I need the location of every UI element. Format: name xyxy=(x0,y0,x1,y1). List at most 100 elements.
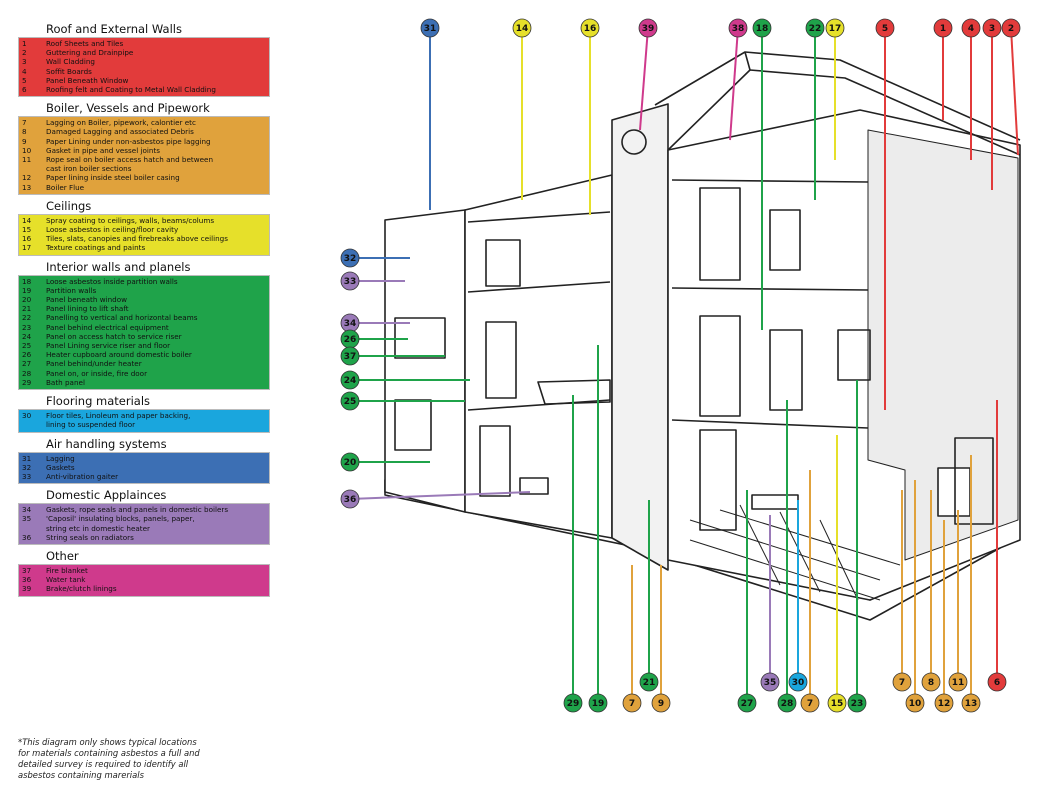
callout-marker-6: 6 xyxy=(988,673,1006,691)
callout-number: 33 xyxy=(344,277,357,287)
callout-marker-13: 13 xyxy=(962,694,980,712)
legend-section-title: Domestic Applainces xyxy=(18,484,270,503)
central-block xyxy=(612,104,668,570)
legend-item-number: 19 xyxy=(22,286,31,295)
legend-item-text: String seals on radiators xyxy=(46,533,134,542)
legend-item-text: Panel on access hatch to service riser xyxy=(46,332,182,341)
callout-number: 3 xyxy=(989,24,995,34)
callout-marker-33: 33 xyxy=(341,272,359,290)
legend-item-text: Water tank xyxy=(46,575,85,584)
callout-marker-26: 26 xyxy=(341,330,359,348)
callout-number: 9 xyxy=(658,699,664,709)
legend-item: 19 Partition walls xyxy=(19,286,269,295)
legend-item-number: 5 xyxy=(22,76,27,85)
callout-marker-28: 28 xyxy=(778,694,796,712)
boiler xyxy=(938,468,970,516)
callout-number: 4 xyxy=(968,24,974,34)
legend-item-text: Roofing felt and Coating to Metal Wall C… xyxy=(46,85,216,94)
legend-item-text: Guttering and Drainpipe xyxy=(46,48,133,57)
callout-marker-1: 1 xyxy=(934,19,952,37)
callout-marker-9: 9 xyxy=(652,694,670,712)
callout-number: 16 xyxy=(584,24,597,34)
legend-item-number: 34 xyxy=(22,505,31,514)
legend-item-number: 18 xyxy=(22,277,31,286)
callout-marker-4: 4 xyxy=(962,19,980,37)
legend-item-number: 35 xyxy=(22,514,31,523)
legend-item-number: 8 xyxy=(22,127,27,136)
legend-item-number: 10 xyxy=(22,146,31,155)
legend-item-text: Roof Sheets and Tiles xyxy=(46,39,123,48)
legend-item-number: 2 xyxy=(22,48,27,57)
legend-item: 9Paper Lining under non-asbestos pipe la… xyxy=(19,137,269,146)
legend-item: 39Brake/clutch linings xyxy=(19,584,269,593)
legend-item-text: Rope seal on boiler access hatch and bet… xyxy=(46,155,213,173)
legend-item-number: 3 xyxy=(22,57,27,66)
legend-item-number: 17 xyxy=(22,243,31,252)
legend-item-text: Panel Beneath Window xyxy=(46,76,128,85)
callout-number: 37 xyxy=(344,352,357,362)
legend-item-text: Panel behind electrical equipment xyxy=(46,323,169,332)
callout-number: 36 xyxy=(344,495,357,505)
legend-item: 5 Panel Beneath Window xyxy=(19,76,269,85)
callout-marker-20: 20 xyxy=(341,453,359,471)
footnote: *This diagram only shows typical locatio… xyxy=(18,737,270,781)
legend-item-text: Wall Cladding xyxy=(46,57,95,66)
legend-item-number: 29 xyxy=(22,378,31,387)
callout-number: 27 xyxy=(741,699,754,709)
legend-item: 29Bath panel xyxy=(19,378,269,387)
legend-item-text: Brake/clutch linings xyxy=(46,584,117,593)
callout-marker-24: 24 xyxy=(341,371,359,389)
callout-marker-37: 37 xyxy=(341,347,359,365)
callout-marker-30: 30 xyxy=(789,673,807,691)
callout-number: 21 xyxy=(643,678,656,688)
callout-number: 31 xyxy=(424,24,437,34)
callout-marker-29: 29 xyxy=(564,694,582,712)
legend-item-number: 7 xyxy=(22,118,27,127)
legend-item-text: Panel behind/under heater xyxy=(46,359,142,368)
legend-item: 34 Gaskets, rope seals and panels in dome… xyxy=(19,505,269,514)
callout-number: 8 xyxy=(928,678,934,688)
legend-item-number: 22 xyxy=(22,313,31,322)
callout-marker-7: 7 xyxy=(893,673,911,691)
legend-item-number: 32 xyxy=(22,463,31,472)
legend-section-band: 1Roof Sheets and Tiles2Guttering and Dra… xyxy=(18,37,270,97)
legend-item-text: Gaskets, rope seals and panels in domest… xyxy=(46,505,228,514)
legend-item-text: Panel on, or inside, fire door xyxy=(46,369,147,378)
callout-leader-line xyxy=(730,28,738,140)
legend-section: Boiler, Vessels and Pipework7Lagging on … xyxy=(18,97,270,195)
legend-section-band: 34 Gaskets, rope seals and panels in dome… xyxy=(18,503,270,545)
callout-marker-7: 7 xyxy=(623,694,641,712)
legend-item: 12Paper lining inside steel boiler casin… xyxy=(19,173,269,182)
building-cutaway-diagram: 3114163938182217514323233342637242520362… xyxy=(330,10,1040,722)
legend-item: 30Floor tiles, Linoleum and paper backin… xyxy=(19,411,269,429)
legend-item-number: 36 xyxy=(22,533,31,542)
legend-item-text: Texture coatings and paints xyxy=(46,243,145,252)
legend-item-text: Gaskets xyxy=(46,463,75,472)
legend-item-text: 'Caposil' insulating blocks, panels, pap… xyxy=(46,514,195,532)
legend-item-number: 14 xyxy=(22,216,31,225)
legend-item-text: Gasket in pipe and vessel joints xyxy=(46,146,160,155)
callout-marker-22: 22 xyxy=(806,19,824,37)
legend-item-number: 31 xyxy=(22,454,31,463)
legend-item-number: 15 xyxy=(22,225,31,234)
legend-item: 23 Panel behind electrical equipment xyxy=(19,323,269,332)
callout-number: 19 xyxy=(592,699,605,709)
legend-item-number: 27 xyxy=(22,359,31,368)
callout-marker-3: 3 xyxy=(983,19,1001,37)
callout-number: 22 xyxy=(809,24,822,34)
legend-item: 28Panel on, or inside, fire door xyxy=(19,369,269,378)
legend-item-text: Partition walls xyxy=(46,286,96,295)
callout-number: 28 xyxy=(781,699,794,709)
legend-section: Interior walls and planels18Loose asbest… xyxy=(18,256,270,390)
legend-item-number: 16 xyxy=(22,234,31,243)
legend-item-text: Anti-vibration gaiter xyxy=(46,472,118,481)
callout-number: 18 xyxy=(756,24,769,34)
legend-item-number: 23 xyxy=(22,323,31,332)
legend-item-text: Spray coating to ceilings, walls, beams/… xyxy=(46,216,214,225)
